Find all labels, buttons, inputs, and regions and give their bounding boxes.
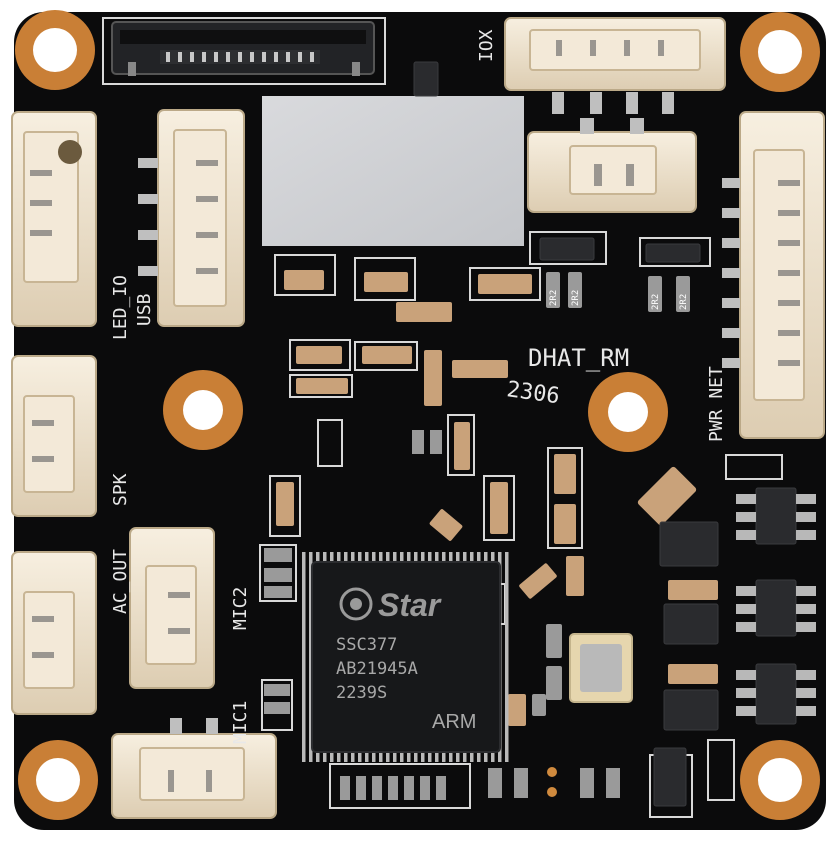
chip-arm-logo: ARM [432,711,476,733]
label-mic2: MIC2 [230,587,251,630]
mounting-hole-mid-right [588,372,668,452]
label-pwr-net: PWR NET [706,366,727,442]
mounting-hole-bottom-left [18,740,98,820]
label-ac-out: AC_OUT [110,549,131,614]
label-iox: IOX [476,29,497,62]
smd-components [264,61,816,807]
chip-model: SSC377 [336,635,397,655]
led-io-connector [11,111,97,327]
mounting-hole-mid-left [163,370,243,450]
label-resistor-4: 2R2 [679,294,689,310]
chip-brand: Star [378,587,442,623]
usb-connector [138,109,245,327]
label-mic1: MIC1 [230,701,251,744]
label-resistor-1: 2R2 [549,290,559,306]
spk-connector [11,355,97,517]
small-2pin-connector [527,118,697,213]
pwr-net-connector [722,111,825,439]
soc-chip [302,552,510,762]
mic2-connector [129,527,215,689]
label-resistor-2: 2R2 [571,290,581,306]
ffc-connector [111,21,375,76]
label-usb: USB [134,293,155,326]
chip-code: 2239S [336,683,387,703]
silkscreen-outlines [102,17,783,818]
mounting-hole-top-left [15,10,95,90]
mounting-hole-bottom-right [740,740,820,820]
protective-tape [262,96,524,246]
mounting-hole-top-right [740,12,820,92]
label-spk: SPK [110,473,131,506]
ac-out-connector [11,551,97,715]
chip-lot: AB21945A [336,659,418,679]
mic1-connector [111,718,277,819]
iox-connector [504,17,726,114]
label-led-io: LED_IO [110,275,131,340]
label-resistor-3: 2R2 [651,294,661,310]
label-board-name: DHAT_RM [528,344,629,372]
